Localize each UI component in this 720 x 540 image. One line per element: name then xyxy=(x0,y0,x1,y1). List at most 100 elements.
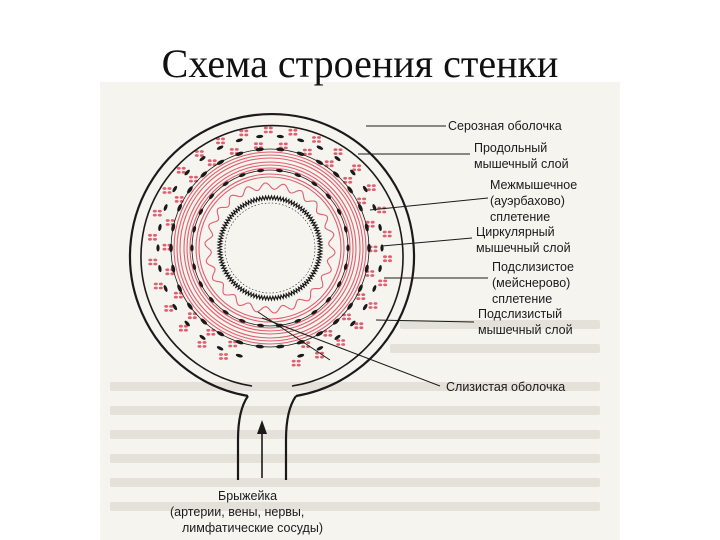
serosa-red-dot xyxy=(365,274,370,277)
serosa-red-dot xyxy=(347,313,351,317)
longitudinal-muscle-spindle xyxy=(235,138,243,143)
serosa-red-dot xyxy=(183,328,188,332)
serosa-red-dot xyxy=(207,163,212,167)
serosa-red-dot xyxy=(348,180,353,184)
serosa-red-dot xyxy=(148,258,153,262)
serosa-red-dot xyxy=(162,247,167,251)
serosa-red-dot xyxy=(234,148,239,151)
serosa-red-dot xyxy=(291,359,296,363)
serosa-red-dot xyxy=(165,272,170,276)
serosa-red-dot xyxy=(366,188,371,192)
serosa-red-dot xyxy=(268,126,273,130)
longitudinal-muscle-spindle xyxy=(372,285,377,292)
leader-myenteric xyxy=(369,197,489,211)
serosa-red-dot xyxy=(239,129,244,133)
serosa-red-dot xyxy=(167,191,172,194)
longitudinal-muscle-spindle xyxy=(216,145,224,150)
serosa-red-dot xyxy=(323,333,328,337)
muscle-red-ring xyxy=(173,151,367,345)
serosa-red-dot xyxy=(167,187,172,190)
longitudinal-muscle-spindle xyxy=(172,303,178,311)
slide-title: Схема строения стенки xyxy=(161,41,559,86)
mucosa-zigzag xyxy=(216,194,324,302)
serosa-red-dot xyxy=(338,148,343,152)
serosa-red-dot xyxy=(387,230,392,234)
label-submucous-plexus-line2: (мейснерово) xyxy=(492,276,570,290)
serosa-red-dot xyxy=(206,332,211,336)
serosa-red-dot xyxy=(328,333,333,337)
serosa-red-dot xyxy=(370,224,375,228)
serosa-red-dot xyxy=(336,339,341,342)
serosa-inner-line xyxy=(140,124,404,387)
serosa-red-dot xyxy=(192,316,197,320)
serosa-red-dot xyxy=(239,133,244,137)
serosa-red-dot xyxy=(373,302,378,305)
submucosa-red-wave xyxy=(204,182,336,314)
longitudinal-muscle-spindle xyxy=(378,265,382,273)
muscle-red-ring xyxy=(195,173,345,323)
serosa-red-dot xyxy=(153,262,158,266)
serosa-red-dot xyxy=(368,302,373,305)
serosa-red-dot xyxy=(317,140,321,143)
serosa-red-dot xyxy=(165,268,170,272)
serosa-red-dot xyxy=(148,237,152,241)
muscle-red-ring xyxy=(189,167,351,329)
plexus-ring xyxy=(170,148,370,348)
serosa-red-dot xyxy=(370,274,375,277)
serosa-red-dot xyxy=(224,357,228,360)
serosa-red-dot xyxy=(288,128,293,132)
serosa-red-dot xyxy=(165,223,170,226)
serosa-red-dot xyxy=(176,166,181,170)
serosa-red-dot xyxy=(352,164,357,168)
serosa-red-dot xyxy=(356,297,361,300)
serosa-red-dot xyxy=(359,326,364,330)
serosa-red-dot xyxy=(296,363,301,367)
serosa-red-dot xyxy=(383,283,388,287)
serosa-red-dot xyxy=(302,148,307,152)
longitudinal-muscle-spindle xyxy=(350,169,356,176)
serosa-red-dot xyxy=(365,220,370,224)
serosa-red-dot xyxy=(317,136,321,139)
scan-artifact xyxy=(110,406,600,415)
longitudinal-muscle-spindle xyxy=(184,320,190,327)
serosa-red-dot xyxy=(263,126,268,130)
serosa-red-dot xyxy=(148,233,152,237)
serosa-red-dot xyxy=(328,329,333,333)
muscle-red-ring xyxy=(198,176,342,320)
serosa-red-dot xyxy=(258,142,263,146)
longitudinal-muscle-spindle xyxy=(362,185,368,193)
label-myenteric-line3: сплетение xyxy=(490,210,550,224)
scan-artifact xyxy=(110,382,600,391)
serosa-red-dot xyxy=(342,313,346,317)
serosa-red-dot xyxy=(383,255,387,259)
longitudinal-muscle-spindle xyxy=(297,138,305,143)
longitudinal-muscle-spindle xyxy=(372,204,377,211)
longitudinal-muscle-spindle xyxy=(156,244,160,252)
label-longitudinal-line1: Продольный xyxy=(474,141,547,155)
serosa-red-dot xyxy=(183,324,188,328)
longitudinal-muscle-spindle xyxy=(158,223,162,231)
serosa-red-dot xyxy=(197,341,202,344)
serosa-red-dot xyxy=(370,220,375,224)
serosa-red-dot xyxy=(354,322,359,326)
serosa-red-dot xyxy=(152,209,157,213)
mesentery-arrow-head xyxy=(257,420,267,434)
serosa-red-dot xyxy=(174,200,179,203)
serosa-red-dot xyxy=(187,312,192,316)
serosa-red-dot xyxy=(194,175,198,179)
serosa-red-dot xyxy=(293,128,298,132)
serosa-red-dot xyxy=(221,141,225,145)
serosa-red-dot xyxy=(354,326,359,330)
longitudinal-muscle-spindle xyxy=(199,334,206,340)
serosa-red-dot xyxy=(312,136,316,139)
leader-mucosa-2 xyxy=(257,311,331,361)
serosa-red-dot xyxy=(342,317,346,321)
serosa-red-dot xyxy=(233,344,238,348)
serosa-red-dot xyxy=(170,272,175,276)
serosa-red-dot xyxy=(382,234,387,238)
scan-artifact xyxy=(110,430,600,439)
serosa-red-dot xyxy=(373,249,378,253)
serosa-red-dot xyxy=(178,324,183,328)
serosa-red-dot xyxy=(329,164,334,168)
serosa-red-dot xyxy=(162,187,167,190)
